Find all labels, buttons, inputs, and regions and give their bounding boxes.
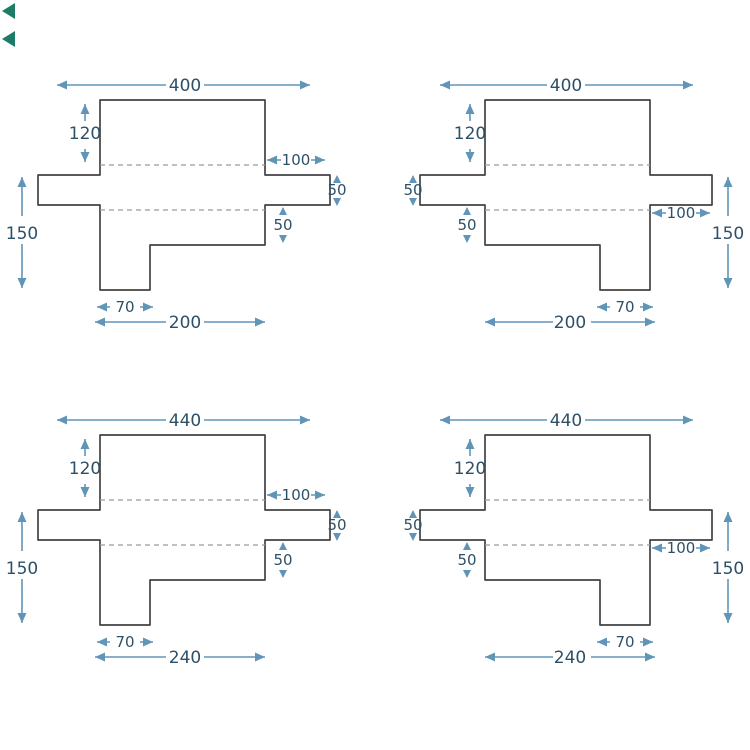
- dim-total-width: 440: [57, 411, 310, 431]
- front-drop-label: 50: [273, 216, 292, 234]
- total-width-label: 440: [169, 411, 201, 431]
- base-width-label: 200: [169, 313, 201, 333]
- tab-width-label: 70: [115, 298, 134, 316]
- diagram-bottom-left: 440 120 150 100 50: [6, 411, 347, 668]
- arm-height-label: 50: [327, 516, 346, 534]
- dim-back-height: 120: [454, 104, 486, 162]
- tab-width-label: 70: [615, 298, 634, 316]
- dim-arm-height: 50: [403, 510, 423, 541]
- back-height-label: 120: [454, 459, 486, 479]
- arm-height-label: 50: [403, 181, 422, 199]
- dim-side-height: 150: [6, 177, 38, 288]
- tab-width-label: 70: [615, 633, 634, 651]
- dim-tab-width: 70: [97, 298, 153, 316]
- dim-base-width: 200: [95, 313, 265, 333]
- dim-base-width: 240: [95, 648, 265, 668]
- dim-base-width: 200: [485, 313, 655, 333]
- arrowheads-icon: [409, 175, 417, 206]
- dim-total-width: 400: [57, 76, 310, 96]
- dim-back-height: 120: [69, 439, 101, 497]
- base-width-label: 240: [554, 648, 586, 668]
- side-height-label: 150: [6, 559, 38, 579]
- dim-arm-depth: 100: [652, 539, 710, 557]
- diagram-bottom-right: 440 120 50 50 100: [403, 411, 744, 668]
- arm-depth-label: 100: [282, 151, 311, 169]
- arm-height-label: 50: [327, 181, 346, 199]
- back-height-label: 120: [69, 124, 101, 144]
- arrowheads-icon: [279, 207, 287, 243]
- side-height-label: 150: [712, 559, 744, 579]
- cover-outline: [419, 434, 713, 626]
- side-height-label: 150: [6, 224, 38, 244]
- arrowheads-icon: [279, 542, 287, 578]
- edge-marks: [2, 3, 15, 47]
- dim-total-width: 400: [440, 76, 693, 96]
- arrowheads-icon: [463, 542, 471, 578]
- dim-side-height: 150: [712, 512, 744, 623]
- arrowheads-icon: [333, 175, 341, 206]
- dim-front-drop: 50: [457, 542, 477, 578]
- dim-side-height: 150: [712, 177, 744, 288]
- arrowheads-icon: [333, 510, 341, 541]
- dim-arm-height: 50: [403, 175, 423, 206]
- arrowheads-icon: [463, 207, 471, 243]
- base-width-label: 200: [554, 313, 586, 333]
- dim-back-height: 120: [69, 104, 101, 162]
- dim-base-width: 240: [485, 648, 655, 668]
- diagram-top-right: 400 120 50 50 100: [403, 76, 744, 333]
- dim-tab-width: 70: [97, 633, 153, 651]
- diagram-top-left: 400 120 150 100 50: [6, 76, 347, 333]
- stray-arrow-icon: [2, 3, 15, 19]
- cover-outline: [419, 99, 713, 291]
- stray-arrow-icon: [2, 31, 15, 47]
- cover-outline: [37, 434, 331, 626]
- dim-tab-width: 70: [597, 298, 653, 316]
- back-height-label: 120: [69, 459, 101, 479]
- dim-arm-depth: 100: [267, 151, 325, 169]
- dim-arm-depth: 100: [267, 486, 325, 504]
- dim-total-width: 440: [440, 411, 693, 431]
- front-drop-label: 50: [273, 551, 292, 569]
- arm-depth-label: 100: [667, 539, 696, 557]
- base-width-label: 240: [169, 648, 201, 668]
- dim-front-drop: 50: [273, 542, 293, 578]
- dim-front-drop: 50: [457, 207, 477, 243]
- side-height-label: 150: [712, 224, 744, 244]
- dim-arm-depth: 100: [652, 204, 710, 222]
- arm-depth-label: 100: [282, 486, 311, 504]
- dim-front-drop: 50: [273, 207, 293, 243]
- dim-side-height: 150: [6, 512, 38, 623]
- arm-height-label: 50: [403, 516, 422, 534]
- arm-depth-label: 100: [667, 204, 696, 222]
- total-width-label: 440: [550, 411, 582, 431]
- front-drop-label: 50: [457, 551, 476, 569]
- tab-width-label: 70: [115, 633, 134, 651]
- back-height-label: 120: [454, 124, 486, 144]
- total-width-label: 400: [169, 76, 201, 96]
- dim-tab-width: 70: [597, 633, 653, 651]
- total-width-label: 400: [550, 76, 582, 96]
- cover-outline: [37, 99, 331, 291]
- dim-back-height: 120: [454, 439, 486, 497]
- dim-arm-height: 50: [327, 510, 347, 541]
- dim-arm-height: 50: [327, 175, 347, 206]
- arrowheads-icon: [409, 510, 417, 541]
- front-drop-label: 50: [457, 216, 476, 234]
